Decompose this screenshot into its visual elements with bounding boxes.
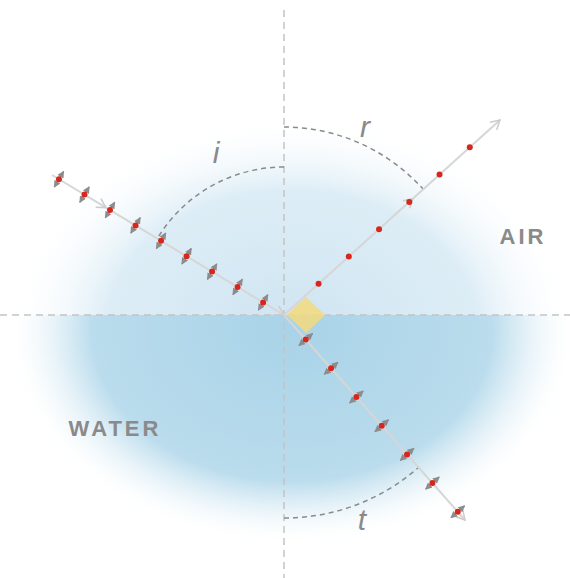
reflected-ray	[413, 120, 500, 199]
polarization-dot	[437, 172, 443, 178]
polarization-dot	[133, 222, 139, 228]
incidence-arc	[157, 167, 284, 239]
medium-label: AIR	[500, 226, 547, 248]
polarization-arrow	[258, 295, 267, 310]
polarization-arrow	[105, 202, 114, 217]
polarization-arrow	[400, 448, 413, 460]
air-region	[7, 115, 570, 545]
polarization-arrow	[299, 334, 312, 346]
polarization-dot	[455, 509, 461, 515]
polarization-arrow	[426, 477, 439, 489]
polarization-arrow	[54, 171, 63, 186]
water-region	[7, 315, 570, 545]
polarization-dot	[406, 199, 412, 205]
polarization-arrow	[324, 362, 337, 374]
polarization-dot	[107, 207, 113, 213]
normal-line	[283, 10, 285, 578]
reflected-ray	[284, 199, 413, 316]
polarization-dot	[235, 284, 241, 290]
angle-label: t	[358, 505, 366, 535]
polarization-dot	[346, 254, 352, 260]
polarization-arrow	[207, 264, 216, 279]
polarization-dot	[328, 365, 334, 371]
polarization-dot	[56, 176, 62, 182]
transmitted-ray	[284, 315, 465, 520]
polarization-arrow	[156, 233, 165, 248]
polarization-dot	[81, 192, 87, 198]
polarization-dot	[353, 394, 359, 400]
polarization-dot	[429, 480, 435, 486]
polarization-dot	[209, 269, 215, 275]
reflection-arc	[284, 127, 423, 189]
angle-label: r	[360, 112, 370, 142]
polarization-arrow	[350, 391, 363, 403]
polarization-dot	[303, 337, 309, 343]
polarization-dot	[158, 238, 164, 244]
medium-label: WATER	[69, 418, 162, 440]
incident-ray	[106, 208, 284, 315]
polarization-arrow	[80, 187, 89, 202]
polarization-dot	[467, 144, 473, 150]
angle-label: i	[213, 138, 220, 168]
polarization-arrow	[451, 506, 464, 518]
right-angle-marker	[287, 297, 325, 333]
polarization-arrow	[131, 218, 140, 233]
polarization-dot	[184, 253, 190, 259]
polarization-dot	[260, 299, 266, 305]
polarization-dot	[316, 281, 322, 287]
incident-ray	[52, 175, 106, 208]
polarization-arrow	[375, 420, 388, 432]
transmission-arc	[284, 467, 419, 518]
polarization-arrow	[182, 248, 191, 263]
polarization-dot	[379, 423, 385, 429]
polarization-arrow	[233, 279, 242, 294]
polarization-dot	[404, 451, 410, 457]
polarization-dot	[376, 226, 382, 232]
